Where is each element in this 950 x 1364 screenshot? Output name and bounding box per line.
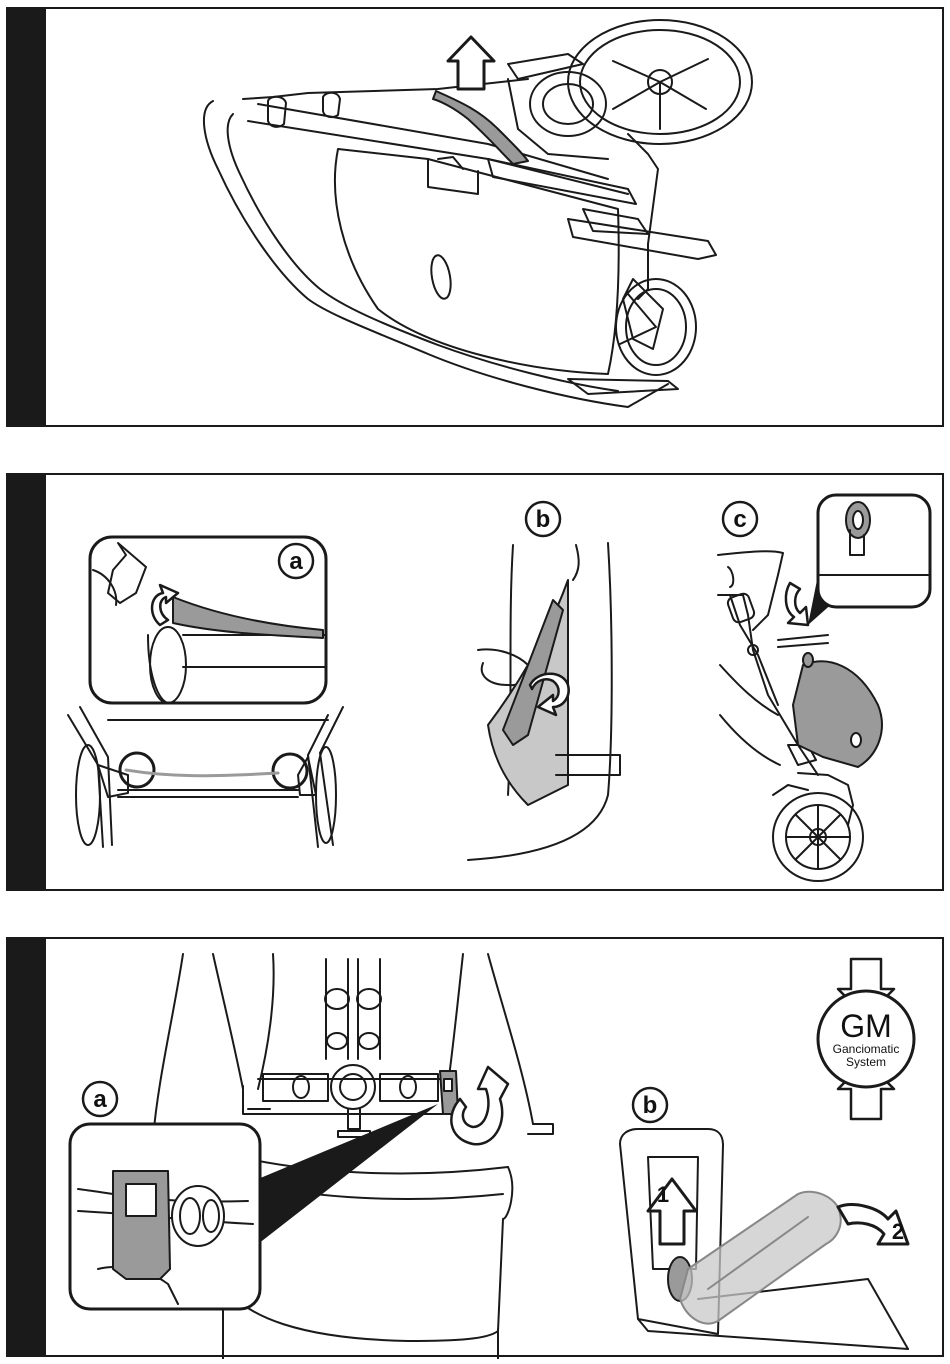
step-panel-2: a b bbox=[6, 473, 944, 891]
label-a: a bbox=[93, 1086, 107, 1113]
up-arrow-icon: 1 bbox=[648, 1179, 696, 1244]
detail-b-illustration: b bbox=[468, 502, 620, 860]
gm-logo-line1: Ganciomatic bbox=[833, 1042, 900, 1056]
label-b: b bbox=[536, 506, 551, 533]
step-panel-3: a GM Ganciomatic System b 1 bbox=[6, 937, 944, 1357]
label-a: a bbox=[289, 548, 303, 575]
gm-logo-title: GM bbox=[840, 1008, 892, 1044]
curved-arrow-icon: 2 bbox=[838, 1205, 908, 1244]
circle-marker-icon bbox=[273, 754, 307, 788]
detail-a-illustration: a bbox=[68, 537, 343, 847]
step-panel-1 bbox=[6, 7, 944, 427]
harness-illustrations: a GM Ganciomatic System b 1 bbox=[8, 939, 946, 1359]
label-c: c bbox=[733, 506, 746, 533]
step-2-label: 2 bbox=[892, 1219, 904, 1244]
gm-logo-line2: System bbox=[846, 1055, 886, 1069]
detail-illustrations: a b bbox=[8, 475, 946, 893]
folded-stroller-illustration bbox=[8, 9, 946, 429]
curved-arrow-icon bbox=[451, 1067, 508, 1144]
label-b: b bbox=[643, 1092, 658, 1119]
step-1-label: 1 bbox=[657, 1182, 669, 1207]
up-arrow-icon bbox=[448, 37, 494, 89]
detail-b-illustration: b 1 2 bbox=[620, 1088, 908, 1349]
gm-system-logo: GM Ganciomatic System bbox=[818, 959, 914, 1119]
detail-a-zoom: a bbox=[70, 1082, 260, 1309]
rotate-arrow-icon bbox=[786, 583, 808, 625]
detail-c-illustration: c bbox=[718, 495, 930, 881]
